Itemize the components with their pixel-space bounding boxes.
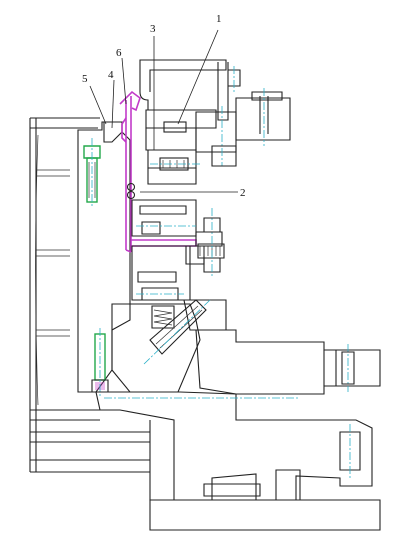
label-1: 1 [216, 13, 222, 25]
main-wall-section [77, 121, 131, 393]
label-4: 4 [108, 69, 114, 81]
ball-pair [126, 182, 136, 200]
upper-bolt [83, 138, 101, 208]
left-housing [29, 117, 100, 421]
lower-assembly [111, 299, 227, 393]
middle-assembly [131, 199, 225, 301]
base-structure [29, 391, 381, 531]
top-bracket [139, 59, 241, 121]
right-arm [195, 329, 381, 395]
highlighted-part [119, 90, 197, 253]
label-2: 2 [240, 187, 246, 199]
lower-bolt [91, 328, 109, 398]
leader-lines [89, 29, 238, 193]
label-5: 5 [82, 73, 88, 85]
label-3: 3 [150, 23, 156, 35]
label-6: 6 [116, 47, 122, 59]
upper-assembly [145, 88, 291, 185]
